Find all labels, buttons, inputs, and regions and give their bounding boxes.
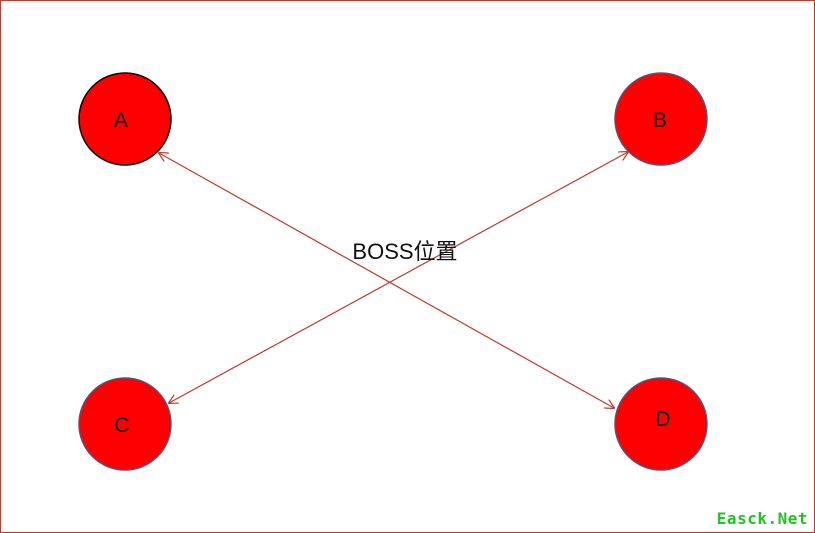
- center-label: BOSS位置: [352, 239, 457, 264]
- node-b: B: [614, 72, 708, 166]
- node-d-label: D: [655, 408, 670, 431]
- node-a: A: [78, 72, 172, 166]
- node-c-label: C: [114, 414, 129, 437]
- node-a-circle: [78, 72, 172, 166]
- watermark: Easck.Net: [714, 509, 810, 528]
- node-d: D: [614, 377, 708, 471]
- edge-a-d: [159, 153, 614, 408]
- node-b-circle: [614, 72, 708, 166]
- node-c: C: [78, 377, 172, 471]
- node-d-circle: [614, 377, 708, 471]
- edge-c-b: [169, 152, 628, 403]
- node-a-label: A: [114, 109, 128, 132]
- node-c-circle: [78, 377, 172, 471]
- node-b-label: B: [653, 109, 667, 132]
